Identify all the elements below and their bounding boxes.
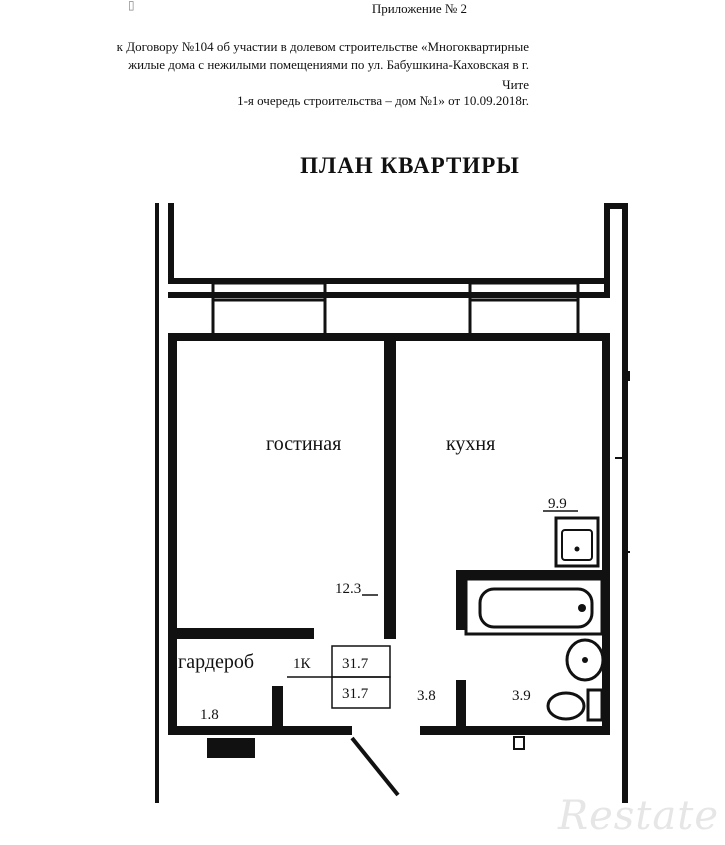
right-top-cap <box>604 203 628 209</box>
appendix-label: Приложение № 2 <box>371 1 467 16</box>
contract-line-1: к Договору №104 об участии в долевом стр… <box>116 39 529 54</box>
kitchen-sink <box>554 516 600 568</box>
left-interior-wall <box>168 333 177 733</box>
right-outer-line <box>622 203 628 803</box>
entry-door-leaf <box>350 736 400 797</box>
total-area: 31.7 <box>342 656 369 672</box>
window-band-bottom <box>168 292 610 298</box>
bathtub-drain-icon <box>578 604 586 612</box>
bathroom-fixtures <box>546 638 605 722</box>
washbasin <box>565 638 605 682</box>
left-upper-wall <box>168 203 174 283</box>
sink-drain-icon <box>574 546 580 552</box>
apartment-type: 1К <box>293 656 312 672</box>
wardrobe-wall <box>174 628 314 639</box>
bathroom-top-wall <box>456 570 602 579</box>
toilet-tank <box>586 688 604 722</box>
bottom-wall-mid <box>282 726 352 735</box>
wardrobe-door-post <box>272 686 283 735</box>
contract-line-3: Чите <box>502 77 529 92</box>
bathroom-left-wall <box>456 570 466 630</box>
living-area: 12.3 <box>335 581 361 597</box>
hall-post <box>456 680 466 735</box>
tick-4 <box>513 736 525 750</box>
radiator-block <box>207 738 255 758</box>
right-upper-wall <box>604 203 610 293</box>
sink-outline <box>554 516 600 568</box>
bath-area: 3.9 <box>512 688 531 704</box>
partition-wall <box>384 333 396 639</box>
window-left <box>211 281 327 337</box>
bathtub <box>464 577 604 636</box>
living-total-box <box>331 676 391 709</box>
small-square-glyph-icon: ▯ <box>128 0 135 12</box>
wall-ticks <box>513 371 630 750</box>
contract-line-4: 1-я очередь строительства – дом №1» от 1… <box>237 93 529 108</box>
right-interior-wall <box>602 333 610 733</box>
bottom-wall-left <box>168 726 282 735</box>
sink-basin <box>561 529 593 561</box>
bottom-wall-right <box>420 726 610 735</box>
bathtub-outline <box>464 577 604 636</box>
left-outer-line <box>155 203 159 803</box>
bathtub-basin <box>478 587 594 629</box>
restate-watermark: Restate <box>558 793 719 839</box>
area-boxes <box>287 510 578 709</box>
walls <box>155 203 628 803</box>
windows <box>211 281 580 337</box>
window-band-top <box>168 278 610 284</box>
wardrobe-label: гардероб <box>178 651 254 673</box>
wardrobe-area: 1.8 <box>200 707 219 723</box>
kitchen-label: кухня <box>446 433 495 455</box>
toilet-bowl <box>546 691 586 721</box>
contract-line-2: жилые дома с нежилыми помещениями по ул.… <box>128 57 529 72</box>
washbasin-drain-icon <box>582 657 588 663</box>
tick-1 <box>622 371 630 381</box>
plan-title: ПЛАН КВАРТИРЫ <box>300 153 520 178</box>
window-right <box>468 281 580 337</box>
kitchen-area: 9.9 <box>548 496 567 512</box>
living-room-label: гостиная <box>266 433 341 455</box>
hall-area: 3.8 <box>417 688 436 704</box>
living-total-area: 31.7 <box>342 686 369 702</box>
